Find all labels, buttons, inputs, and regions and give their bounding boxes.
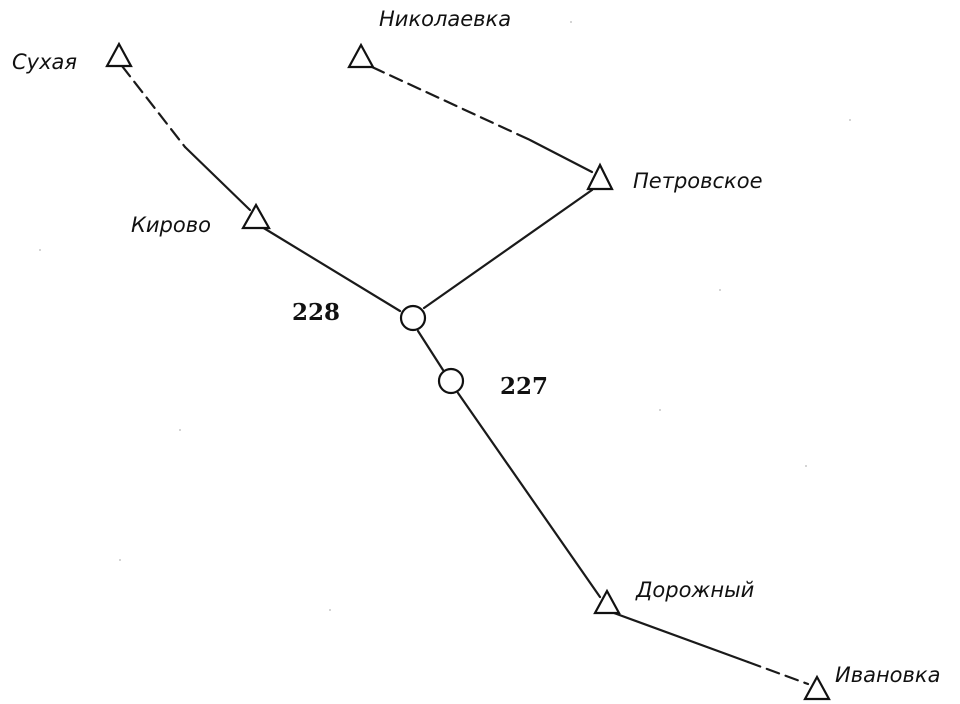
edge-nikolaevka-petrovskoe-dashed [370,65,532,142]
station-label-kirovo: Кирово [131,213,211,237]
edge-228-227 [416,329,445,372]
edge-petrovskoe-228 [422,188,594,310]
station-triangle-icon [241,202,271,230]
station-label-suhaya: Сухая [12,50,77,74]
station-triangle-icon [586,162,614,191]
station-triangle-icon [803,674,831,701]
station-triangle-icon [347,42,375,69]
station-triangle-icon [593,588,621,615]
station-label-dorozhny: Дорожный [635,578,754,602]
edge-suhaya-kirovo-solid [183,145,252,212]
station-label-petrovskoe: Петровское [633,169,763,193]
edge-kirovo-228 [260,225,402,313]
scan-specks [39,21,851,611]
station-label-nikolaevka: Николаевка [379,7,511,31]
junction-markers [399,304,465,395]
station-markers [105,41,831,701]
edge-dorozhny-ivanovka-dashed [746,660,810,686]
station-triangle-icon [105,41,133,68]
junction-labels: 228 227 [292,299,548,400]
edge-suhaya-kirovo-dashed [120,64,187,149]
junction-label-227: 227 [500,373,548,400]
junction-circle-icon [399,304,427,332]
station-label-ivanovka: Ивановка [835,663,940,687]
junction-label-228: 228 [292,299,340,326]
edge-dorozhny-ivanovka-solid [612,611,750,664]
edge-227-dorozhny [456,391,602,599]
station-labels: Сухая Николаевка Петровское Кирово Дорож… [12,7,940,687]
edges [120,64,810,686]
edge-nikolaevka-petrovskoe-solid [528,138,594,174]
junction-circle-icon [437,367,465,395]
